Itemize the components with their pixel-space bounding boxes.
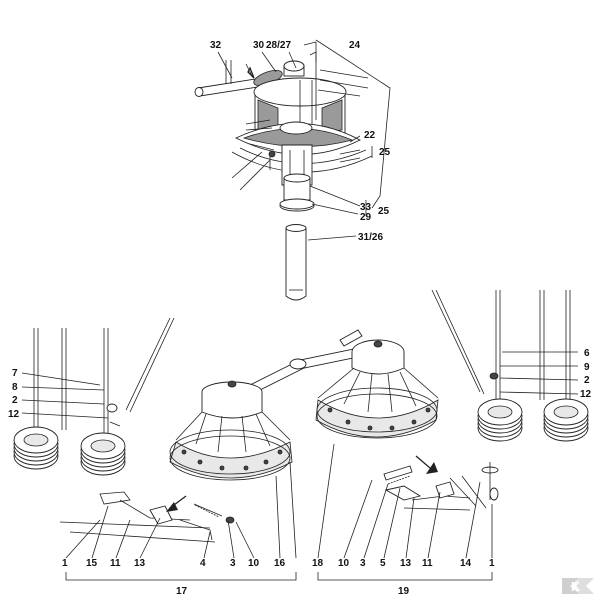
spring-coil-right-a [477,398,523,442]
label-11-left: 11 [110,558,121,569]
label-25-upper: 25 [379,147,391,158]
label-14: 14 [460,558,472,569]
label-2-left: 2 [12,395,18,406]
handle-post [225,60,232,84]
label-11-right: 11 [422,558,433,569]
label-5: 5 [380,558,386,569]
brand-logo: K [562,578,594,594]
logo-letter: K [571,579,581,594]
label-10-left: 10 [248,558,260,569]
label-1-right: 1 [489,558,495,569]
label-12-left: 12 [8,409,20,420]
left-spring-assembly [13,317,175,476]
left-labels: 7 8 2 12 [8,368,20,420]
label-3-left: 3 [230,558,236,569]
label-29: 29 [360,212,372,223]
label-16: 16 [274,558,286,569]
label-13-left: 13 [134,558,146,569]
label-25-lower: 25 [378,206,390,217]
label-6: 6 [584,348,590,359]
label-18: 18 [312,558,324,569]
spring-coil-right-b [543,398,589,442]
bottom-linkage-left [59,461,297,581]
label-9: 9 [584,362,590,373]
label-28-27: 28/27 [266,40,291,51]
label-7: 7 [12,368,18,379]
label-12-right: 12 [580,389,592,400]
label-4: 4 [200,558,206,569]
drum-right [315,367,439,439]
drum-left [169,380,293,481]
group-label-17: 17 [176,586,188,597]
label-24: 24 [349,40,361,51]
bottom-labels: 1 15 11 13 4 3 10 16 18 10 3 5 13 11 14 … [62,558,495,597]
spring-coil-left-b [80,432,126,476]
label-32: 32 [210,40,222,51]
spring-coil-left-a [13,426,59,470]
label-30: 30 [253,40,265,51]
bottom-linkage-right [317,443,499,581]
label-1-left: 1 [62,558,68,569]
arrow-right [426,462,438,474]
label-13-right: 13 [400,558,412,569]
top-labels: 32 30 28/27 24 22 25 33 29 25 31/26 [210,40,391,243]
gearbox-assembly [194,39,391,301]
label-31-26: 31/26 [358,232,383,243]
long-tube [285,227,307,301]
spring-right [383,465,413,481]
group-label-19: 19 [398,586,410,597]
right-labels: 6 9 2 12 [580,348,592,400]
label-22: 22 [364,130,376,141]
label-15: 15 [86,558,98,569]
label-33: 33 [360,202,372,213]
arrow-left [166,502,178,512]
right-spring-assembly [431,289,589,442]
label-2-right: 2 [584,375,590,386]
label-8: 8 [12,382,18,393]
label-10-right: 10 [338,558,350,569]
label-3-right: 3 [360,558,366,569]
twin-drum-frame [169,329,439,481]
